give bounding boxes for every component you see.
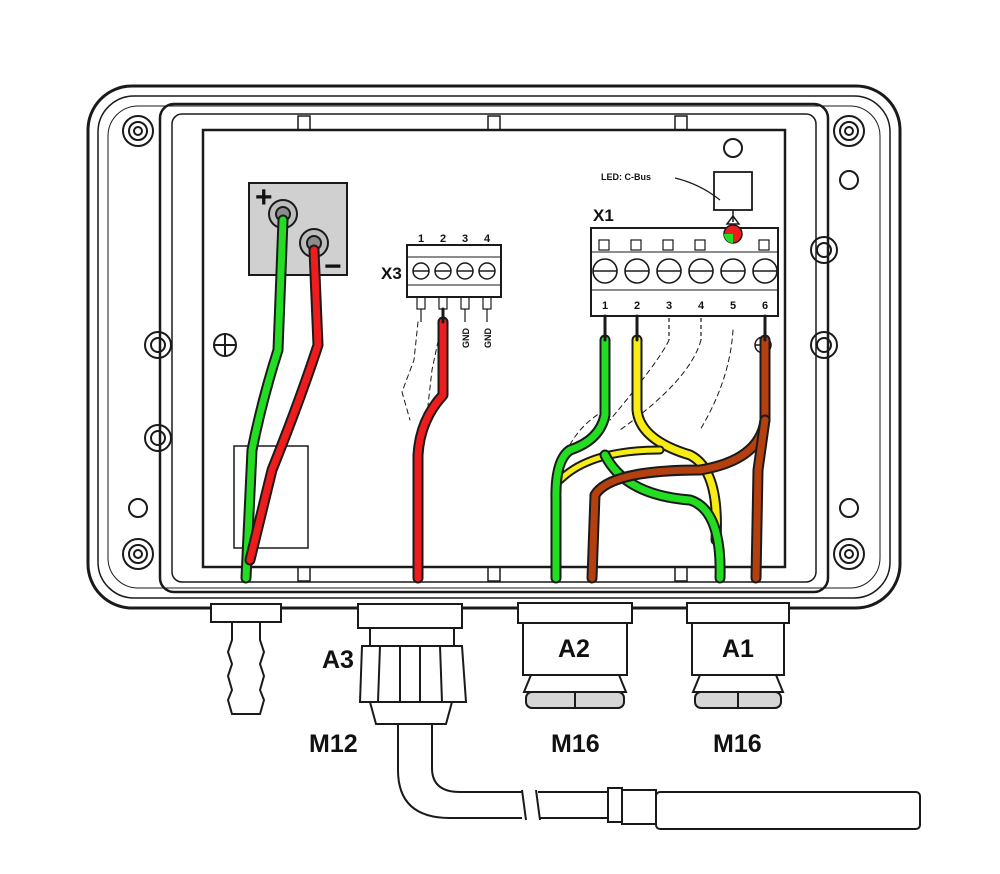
mount-left-upper <box>144 331 172 359</box>
plus-label: + <box>255 181 273 214</box>
housing-screws <box>122 115 865 570</box>
x1-pin-2: 2 <box>634 300 640 312</box>
x1-pin-6: 6 <box>762 300 768 312</box>
gland-a2-id: A2 <box>558 635 590 663</box>
housing <box>86 84 902 610</box>
x3-pin-3: 3 <box>462 233 468 245</box>
x1-screws <box>592 258 778 284</box>
x3-label: X3 <box>381 264 402 283</box>
mount-right-upper <box>810 236 838 264</box>
led-label: LED: C-Bus <box>601 172 651 182</box>
x3-pin-2: 2 <box>440 233 446 245</box>
mount-left-lower <box>144 424 172 452</box>
x1-label: X1 <box>593 206 614 225</box>
probe-cable <box>397 724 610 821</box>
mount-right-lower <box>810 331 838 359</box>
x1-pin-4: 4 <box>698 300 705 312</box>
x1-pin-5: 5 <box>730 300 736 312</box>
x3-pin-3-gnd: GND <box>461 328 471 349</box>
x3-pin-4: 4 <box>484 233 491 245</box>
led-indicator: LED: C-Bus <box>601 171 753 244</box>
screw-bottom-right <box>833 538 865 570</box>
screw-bottom-left <box>122 538 154 570</box>
gland-a3-size: M12 <box>309 730 358 758</box>
temperature-probe <box>607 787 921 830</box>
x3-pin-1: 1 <box>418 233 424 245</box>
hose-nozzle <box>210 603 282 715</box>
x1-pin-3: 3 <box>666 300 672 312</box>
screw-top-left <box>122 115 154 147</box>
component-block <box>233 445 309 549</box>
gland-a3-id: A3 <box>322 646 354 674</box>
gland-a2-size: M16 <box>551 730 600 758</box>
x3-screws <box>412 262 496 280</box>
wires <box>240 214 771 584</box>
screw-top-right <box>833 115 865 147</box>
gland-a1-size: M16 <box>713 730 762 758</box>
cable-gland-a1 <box>686 602 790 709</box>
x1-pin-1: 1 <box>602 300 608 312</box>
power-terminal-block: + − <box>248 181 348 283</box>
cable-gland-a3 <box>357 603 468 725</box>
terminal-block-x1: X1 1 2 3 4 5 6 <box>590 206 779 340</box>
x3-pin-4-gnd: GND <box>483 328 493 349</box>
ground-screw-icon <box>213 333 237 357</box>
minus-label: − <box>324 250 342 283</box>
terminal-block-x3: X3 1 2 3 4 GND GND <box>381 233 502 349</box>
gland-a1-id: A1 <box>722 635 754 663</box>
cable-gland-a2 <box>517 602 633 709</box>
